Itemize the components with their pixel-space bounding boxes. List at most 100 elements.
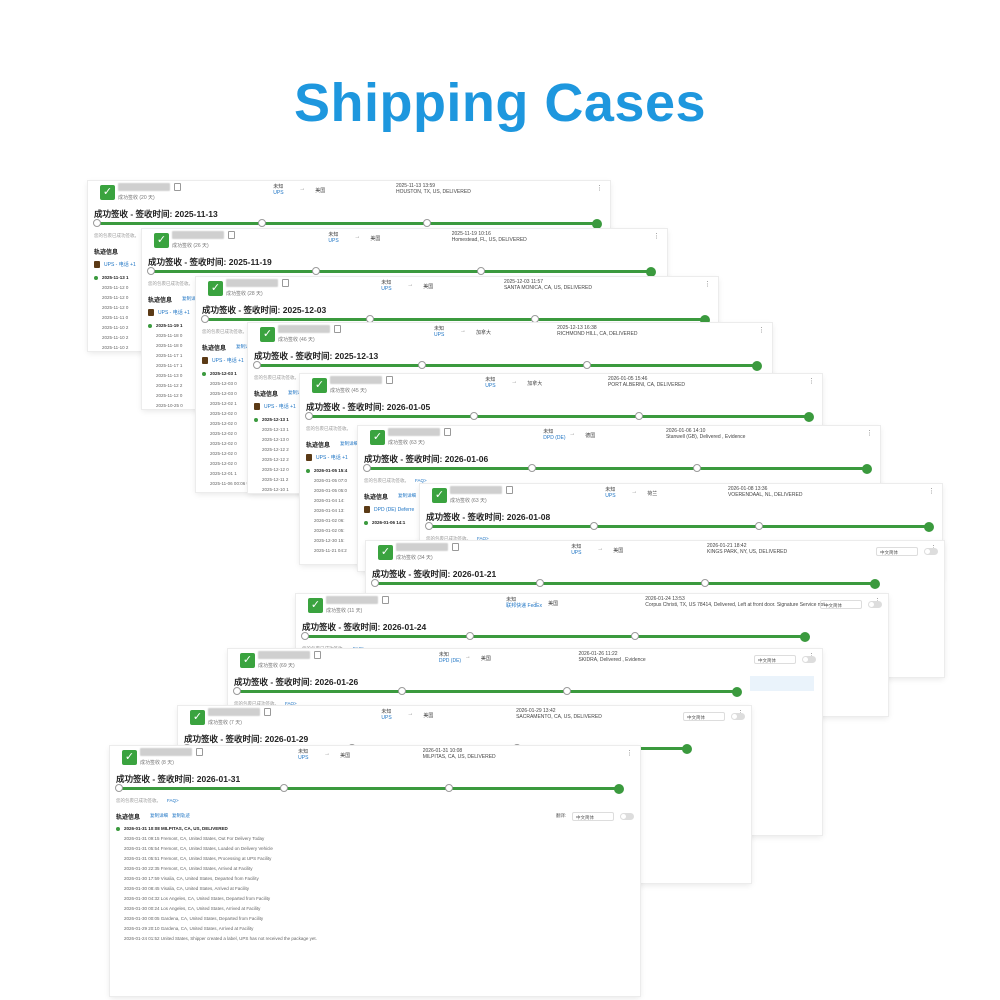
checkbox-checked[interactable]: ✓ bbox=[308, 598, 323, 613]
checkbox-checked[interactable]: ✓ bbox=[190, 710, 205, 725]
latest-time: 2026-01-31 10:08 bbox=[422, 748, 463, 754]
copy-details-link[interactable]: 复制详细 bbox=[398, 493, 416, 498]
faq-link[interactable]: FAQ> bbox=[353, 646, 365, 651]
event-dot bbox=[306, 469, 310, 473]
tracking-event: 2025-12-02 0 bbox=[210, 411, 237, 416]
copy-icon[interactable] bbox=[452, 543, 459, 551]
progress-node bbox=[531, 315, 539, 323]
delivery-days: 成功签收 (34 天) bbox=[396, 555, 433, 561]
copy-icon[interactable] bbox=[174, 183, 181, 191]
carrier-contact-text[interactable]: UPS - 电话 +1 bbox=[158, 310, 190, 316]
copy-details-link[interactable]: 复制详细 bbox=[150, 813, 168, 818]
copy-icon[interactable] bbox=[334, 325, 341, 333]
checkbox-checked[interactable]: ✓ bbox=[154, 233, 169, 248]
carrier-contact-text[interactable]: UPS - 电话 +1 bbox=[104, 262, 136, 268]
language-select[interactable]: 中文简体 bbox=[820, 600, 862, 609]
carrier-name[interactable]: UPS bbox=[381, 286, 392, 292]
carrier-contact-text[interactable]: UPS - 电话 +1 bbox=[316, 455, 348, 461]
language-select[interactable]: 中文简体 bbox=[683, 712, 725, 721]
copy-details-link[interactable]: 复制详细 bbox=[236, 344, 254, 349]
checkbox-checked[interactable]: ✓ bbox=[122, 750, 137, 765]
more-icon[interactable]: ⋮ bbox=[704, 281, 711, 288]
checkbox-checked[interactable]: ✓ bbox=[432, 488, 447, 503]
carrier-name[interactable]: UPS bbox=[605, 493, 616, 499]
checkbox-checked[interactable]: ✓ bbox=[260, 327, 275, 342]
language-select[interactable]: 中文简体 bbox=[876, 547, 918, 556]
translate-toggle[interactable] bbox=[802, 656, 816, 663]
checkbox-checked[interactable]: ✓ bbox=[208, 281, 223, 296]
more-icon[interactable]: ⋮ bbox=[928, 488, 935, 495]
tracking-event: 2026-01-30 22:35 Fremont, CA, United Sta… bbox=[124, 866, 253, 871]
copy-icon[interactable] bbox=[228, 231, 235, 239]
tracking-event: 2025-11-19 1 bbox=[156, 323, 183, 328]
progress-track bbox=[425, 522, 934, 532]
delivery-note: 您的包裹已成功签收。 bbox=[254, 375, 299, 381]
progress-node bbox=[477, 267, 485, 275]
carrier-contact[interactable]: UPS - 电话 +1 bbox=[202, 357, 244, 365]
checkbox-checked[interactable]: ✓ bbox=[378, 545, 393, 560]
carrier-name[interactable]: 联邦快递 FedEx bbox=[506, 603, 542, 609]
copy-icon[interactable] bbox=[282, 279, 289, 287]
carrier-name[interactable]: UPS bbox=[328, 238, 339, 244]
more-icon[interactable]: ⋮ bbox=[596, 185, 603, 192]
tracking-info-label: 轨迹信息 bbox=[94, 250, 119, 256]
carrier-contact-text[interactable]: UPS - 电话 +1 bbox=[264, 404, 296, 410]
copy-icon[interactable] bbox=[506, 486, 513, 494]
language-select[interactable]: 中文简体 bbox=[754, 655, 796, 664]
copy-track-link[interactable]: 复制轨迹 bbox=[172, 813, 190, 818]
copy-icon[interactable] bbox=[196, 748, 203, 756]
copy-icon[interactable] bbox=[444, 428, 451, 436]
more-icon[interactable]: ⋮ bbox=[653, 233, 660, 240]
tracking-event: 2025-12-12 2 bbox=[262, 457, 289, 462]
more-icon[interactable]: ⋮ bbox=[626, 750, 633, 757]
carrier-name[interactable]: UPS bbox=[273, 190, 284, 196]
carrier-contact[interactable]: DPD (DE) Deferre bbox=[364, 506, 414, 513]
tracking-event: 2026-01-06 14:1 bbox=[372, 520, 406, 525]
copy-icon[interactable] bbox=[314, 651, 321, 659]
translate-toggle[interactable] bbox=[868, 601, 882, 608]
checkbox-checked[interactable]: ✓ bbox=[100, 185, 115, 200]
copy-icon[interactable] bbox=[382, 596, 389, 604]
faq-link[interactable]: FAQ> bbox=[477, 536, 489, 541]
faq-link[interactable]: FAQ> bbox=[167, 798, 179, 803]
progress-node bbox=[201, 315, 209, 323]
faq-link[interactable]: FAQ> bbox=[285, 701, 297, 706]
tracking-number-redacted bbox=[208, 708, 260, 716]
more-icon[interactable]: ⋮ bbox=[866, 430, 873, 437]
tracking-event: 2025-12-02 1 bbox=[210, 401, 237, 406]
carrier-contact[interactable]: UPS - 电话 +1 bbox=[148, 309, 190, 317]
copy-icon[interactable] bbox=[386, 376, 393, 384]
carrier-contact-text[interactable]: UPS - 电话 +1 bbox=[212, 358, 244, 364]
checkbox-checked[interactable]: ✓ bbox=[240, 653, 255, 668]
carrier-name[interactable]: DPD (DE) bbox=[438, 658, 462, 664]
faq-link[interactable]: FAQ> bbox=[415, 478, 427, 483]
tracking-event: 2026-01-29 20:10 Gardena, CA, United Sta… bbox=[124, 926, 254, 931]
language-select[interactable]: 中文简体 bbox=[572, 812, 614, 821]
tracking-event: 2025-11-06 00:06 United States, Sh bbox=[210, 481, 282, 486]
copy-details-link[interactable]: 复制详细 bbox=[182, 296, 200, 301]
carrier-contact[interactable]: UPS - 电话 +1 bbox=[306, 454, 348, 462]
checkbox-checked[interactable]: ✓ bbox=[312, 378, 327, 393]
carrier-name[interactable]: UPS bbox=[381, 715, 392, 721]
carrier-name[interactable]: UPS bbox=[298, 755, 309, 761]
carrier-name[interactable]: UPS bbox=[434, 332, 445, 338]
tracking-event: 2025-11-13 0 bbox=[156, 373, 183, 378]
carrier-name[interactable]: UPS bbox=[485, 383, 496, 389]
carrier-contact[interactable]: UPS - 电话 +1 bbox=[254, 403, 296, 411]
checkbox-checked[interactable]: ✓ bbox=[370, 430, 385, 445]
carrier-contact-text[interactable]: DPD (DE) Deferre bbox=[374, 506, 415, 513]
copy-icon[interactable] bbox=[264, 708, 271, 716]
copy-details-link[interactable]: 复制详细 bbox=[288, 390, 306, 395]
translate-toggle[interactable] bbox=[731, 713, 745, 720]
more-icon[interactable]: ⋮ bbox=[808, 378, 815, 385]
progress-node bbox=[93, 219, 101, 227]
carrier-name[interactable]: DPD (DE) bbox=[543, 435, 566, 441]
copy-details-link[interactable]: 复制详细 bbox=[340, 441, 358, 446]
progress-track bbox=[201, 315, 710, 325]
carrier-contact[interactable]: UPS - 电话 +1 bbox=[94, 261, 136, 269]
more-icon[interactable]: ⋮ bbox=[758, 327, 765, 334]
carrier-name[interactable]: UPS bbox=[571, 550, 582, 556]
translate-toggle[interactable] bbox=[924, 548, 938, 555]
translate-toggle[interactable] bbox=[620, 813, 634, 820]
